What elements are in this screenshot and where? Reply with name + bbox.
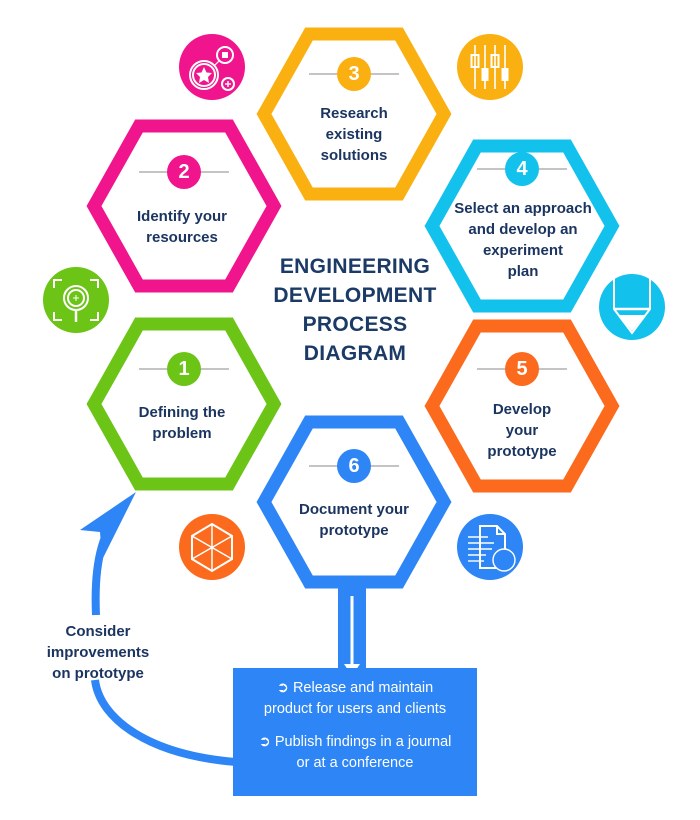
label-line: experiment bbox=[482, 242, 564, 259]
step-6-label: Document your prototype bbox=[269, 499, 439, 541]
feedback-label: Consider improvements on prototype bbox=[28, 621, 168, 684]
step-2-badge: 2 bbox=[167, 155, 201, 189]
outcome-line: product for users and clients bbox=[263, 701, 447, 717]
outcome-line: Publish findings in a journal bbox=[274, 734, 452, 750]
sliders-icon bbox=[457, 34, 523, 100]
magnifier-target-icon bbox=[43, 267, 109, 333]
feedback-arrowhead bbox=[80, 492, 136, 560]
star-network-icon bbox=[179, 34, 245, 100]
label-line: and develop an bbox=[468, 221, 578, 238]
outcome-item: ➲ Publish findings in a journal or at a … bbox=[233, 732, 477, 774]
label-line: Document your bbox=[298, 501, 409, 518]
outcome-line: or at a conference bbox=[296, 755, 414, 771]
label-line: plan bbox=[507, 263, 539, 280]
title-line: ENGINEERING bbox=[279, 255, 431, 278]
step-4-hexagon bbox=[424, 139, 620, 313]
title-line: DEVELOPMENT bbox=[273, 284, 437, 307]
outcomes-box: ➲ Release and maintain product for users… bbox=[233, 668, 477, 796]
step-3-badge: 3 bbox=[337, 57, 371, 91]
step-4-badge: 4 bbox=[505, 152, 539, 186]
label-line: improvements bbox=[46, 644, 150, 661]
step-6-badge: 6 bbox=[337, 449, 371, 483]
label-line: resources bbox=[146, 229, 218, 246]
cube-icon bbox=[179, 514, 245, 580]
title-line: DIAGRAM bbox=[303, 342, 407, 365]
step-2-label: Identify your resources bbox=[97, 206, 267, 248]
step-1-label: Defining the problem bbox=[97, 402, 267, 444]
outcome-line: Release and maintain bbox=[292, 680, 434, 696]
outcome-item: ➲ Release and maintain product for users… bbox=[233, 678, 477, 720]
label-line: on prototype bbox=[52, 665, 144, 682]
step-3-label: Research existing solutions bbox=[269, 103, 439, 166]
label-line: solutions bbox=[320, 147, 388, 164]
label-line: Research bbox=[320, 105, 388, 122]
title-line: PROCESS bbox=[302, 313, 408, 336]
step-1-hexagon bbox=[86, 317, 282, 491]
label-line: prototype bbox=[319, 522, 389, 539]
label-line: Consider bbox=[65, 623, 131, 640]
step-5-label: Develop your prototype bbox=[437, 399, 607, 462]
step-6-hexagon bbox=[256, 415, 452, 589]
label-line: existing bbox=[325, 126, 383, 143]
label-line: Defining the bbox=[138, 404, 226, 421]
step-2-hexagon bbox=[86, 119, 282, 293]
document-icon bbox=[457, 514, 523, 580]
label-line: Select an approach bbox=[454, 200, 592, 217]
arrow-bullet-icon: ➲ bbox=[258, 734, 271, 750]
feedback-arc bbox=[91, 679, 237, 766]
diagram-title: ENGINEERING DEVELOPMENT PROCESS DIAGRAM bbox=[250, 252, 460, 368]
label-line: Identify your bbox=[136, 208, 227, 225]
label-line: problem bbox=[152, 425, 212, 442]
step-5-hexagon bbox=[424, 319, 620, 493]
step-1-badge: 1 bbox=[167, 352, 201, 386]
step-5-badge: 5 bbox=[505, 352, 539, 386]
step-4-label: Select an approach and develop an experi… bbox=[437, 198, 609, 282]
arrow-bullet-icon: ➲ bbox=[276, 680, 289, 696]
label-line: prototype bbox=[487, 443, 557, 460]
pencil-icon bbox=[599, 274, 665, 340]
label-line: Develop bbox=[492, 401, 552, 418]
label-line: your bbox=[505, 422, 539, 439]
